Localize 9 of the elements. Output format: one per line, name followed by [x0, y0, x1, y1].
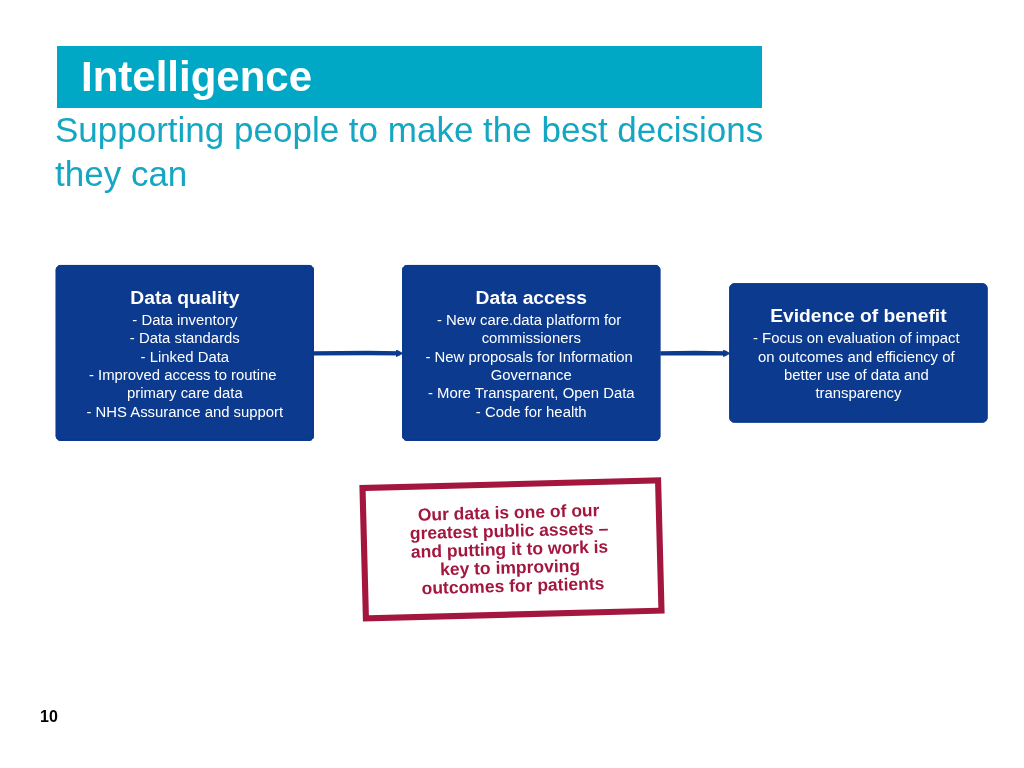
process-box: Evidence of benefit - Focus on evaluation of impact on outcomes and efficiency of better use of data and transparency	[729, 283, 988, 423]
subtitle: Supporting people to make the best decisions they can	[55, 109, 765, 195]
page-number: 10	[40, 708, 58, 726]
process-box: Data quality - Data inventory - Data standards - Linked Data - Improved access to routine primary care data - NHS Assurance and support	[55, 265, 314, 441]
process-box: Data access - New care.data platform for commissioners - New proposals for Information Governance - More Transparent, Open Data - Code for health	[402, 265, 661, 441]
arrow	[313, 349, 404, 358]
stamp-box: Our data is one of our greatest public assets – and putting it to work is key to improving outcomes for patients	[359, 477, 665, 622]
arrow	[660, 349, 731, 358]
title-banner: Intelligence	[57, 46, 762, 108]
